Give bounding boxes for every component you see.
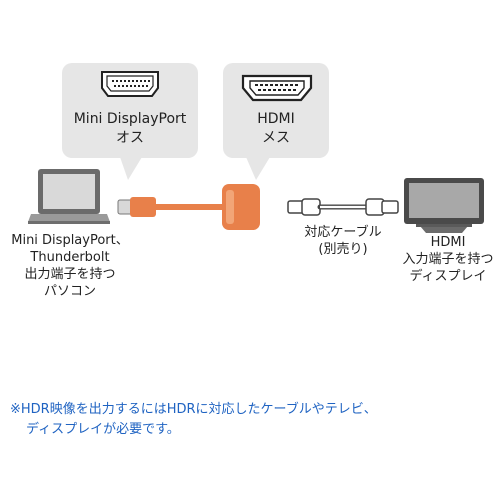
mini-displayport-label: Mini DisplayPort オス — [62, 110, 198, 148]
hdmi-label: HDMI メス — [223, 110, 329, 148]
mini-displayport-label-line2: オス — [116, 130, 144, 146]
display-label-line: HDMI — [430, 235, 466, 250]
bubble-mini-displayport — [62, 63, 198, 180]
display-label: HDMI 入力端子を持つ ディスプレイ — [398, 234, 498, 285]
display-label-line: 入力端子を持つ — [402, 252, 494, 267]
adapter-icon — [117, 184, 260, 230]
cable-label-line: 対応ケーブル — [304, 225, 382, 240]
hdmi-cable-icon — [287, 198, 399, 216]
hdmi-label-line1: HDMI — [257, 111, 295, 127]
pc-label-line: パソコン — [43, 284, 96, 299]
hdmi-icon — [241, 74, 313, 102]
pc-label: Mini DisplayPort、 Thunderbolt 出力端子を持つ パソ… — [0, 232, 140, 300]
hdr-note: ※HDR映像を出力するにはHDRに対応したケーブルやテレビ、 ディスプレイが必要… — [10, 400, 490, 440]
cable-label-line: (別売り) — [318, 242, 368, 257]
monitor-icon — [404, 178, 484, 233]
mini-displayport-icon — [101, 71, 159, 97]
pc-label-line: Mini DisplayPort、 — [11, 233, 129, 248]
laptop-icon — [28, 169, 110, 224]
hdr-note-line1: ※HDR映像を出力するにはHDRに対応したケーブルやテレビ、 — [10, 402, 377, 417]
mini-displayport-label-line1: Mini DisplayPort — [73, 111, 187, 127]
cable-label: 対応ケーブル (別売り) — [286, 224, 400, 258]
pc-label-line: Thunderbolt — [30, 250, 110, 265]
pc-label-line: 出力端子を持つ — [24, 267, 116, 282]
hdr-note-line2: ディスプレイが必要です。 — [26, 422, 180, 437]
hdmi-label-line2: メス — [262, 130, 290, 146]
bubble-hdmi — [223, 63, 329, 180]
display-label-line: ディスプレイ — [409, 269, 487, 284]
